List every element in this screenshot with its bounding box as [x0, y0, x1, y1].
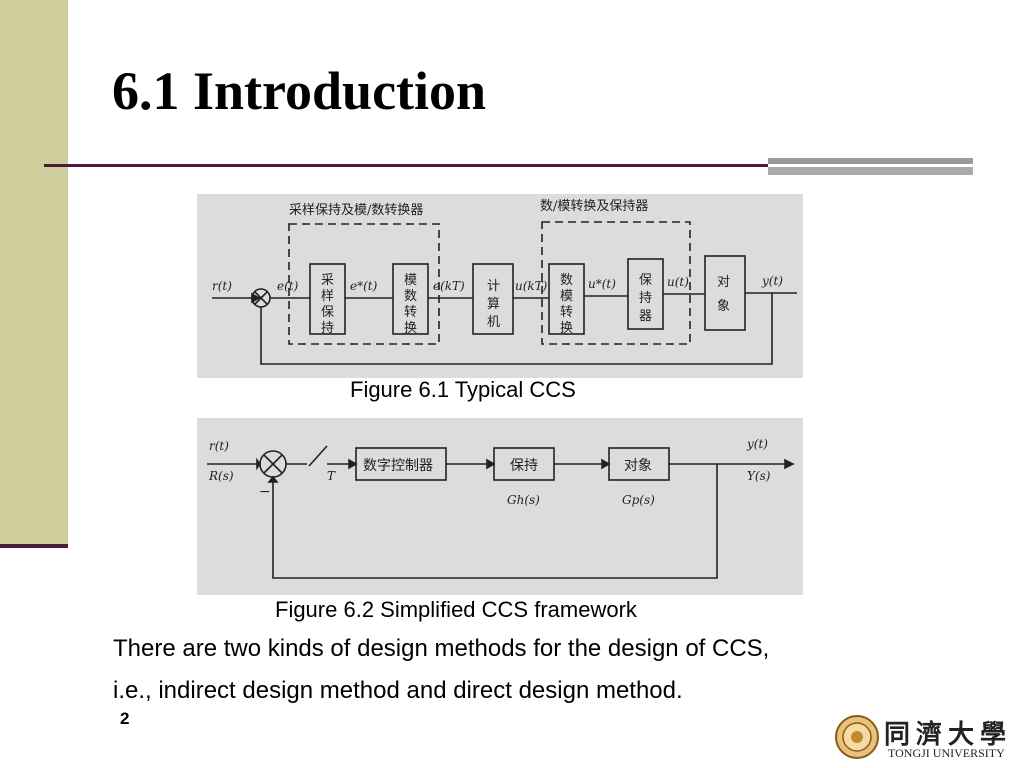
label-Gh: Gh(s)	[507, 493, 540, 507]
block-computer	[472, 263, 514, 335]
figure-1-caption: Figure 6.1 Typical CCS	[350, 377, 576, 402]
tongji-logo: 同濟大學 TONGJI UNIVERSITY	[834, 712, 1020, 762]
signal-u-kt: u(kT)	[515, 279, 548, 293]
block-hold-label: 保持	[510, 458, 538, 474]
block-plant-2-label: 对象	[624, 458, 652, 474]
label-T: T	[327, 469, 336, 483]
university-seal-icon	[835, 715, 879, 759]
figure-typical-ccs: 采样保持及模/数转换器 数/模转换及保持器 采样保持 模数转换 计算机 数模转换…	[197, 194, 803, 378]
signal-r: r(t)	[212, 279, 232, 293]
block-digital-controller-label: 数字控制器	[363, 458, 433, 474]
title-decor-bars	[768, 158, 973, 175]
adc-group-label: 采样保持及模/数转换器	[289, 203, 423, 218]
title-underline	[44, 164, 770, 167]
logo-chinese-name: 同濟大學	[884, 720, 1013, 750]
label-minus: −	[259, 484, 271, 500]
signal-y: y(t)	[761, 274, 783, 288]
signal-e: e(t)	[277, 279, 299, 293]
left-decor-band	[0, 0, 68, 548]
adc-group-box	[288, 223, 440, 345]
left-decor-line	[0, 544, 68, 548]
label-R-s: R(s)	[208, 469, 234, 483]
block-plant	[704, 255, 746, 331]
body-text-line-2: i.e., indirect design method and direct …	[113, 677, 683, 704]
block-da-converter	[548, 263, 585, 335]
label-Gp: Gp(s)	[622, 493, 655, 507]
label-Y-s: Y(s)	[747, 469, 771, 483]
svg-text:对象: 对象	[717, 275, 730, 314]
svg-text:计算机: 计算机	[487, 279, 500, 330]
svg-text:采样保持: 采样保持	[321, 273, 334, 336]
dac-group-label: 数/模转换及保持器	[540, 199, 648, 214]
figure-simplified-ccs: 数字控制器 保持 对象 r(t) R(s) − T y(t) Y(s) Gh(s…	[197, 418, 803, 595]
page-number: 2	[120, 709, 130, 728]
svg-text:模数转换: 模数转换	[404, 273, 417, 336]
signal-e-kt: e(kT)	[433, 279, 465, 293]
block-sample-hold	[309, 263, 346, 335]
slide-title: 6.1 Introduction	[112, 61, 487, 121]
signal-u-star: u*(t)	[588, 277, 616, 291]
signal-e-star: e*(t)	[350, 279, 378, 293]
svg-text:数模转换: 数模转换	[560, 273, 573, 336]
label-r-t: r(t)	[209, 439, 229, 453]
block-ad-converter	[392, 263, 429, 335]
body-text-line-1: There are two kinds of design methods fo…	[113, 635, 770, 662]
logo-english-name: TONGJI UNIVERSITY	[888, 746, 1005, 760]
dac-group-box	[541, 221, 691, 345]
svg-text:保持器: 保持器	[639, 273, 652, 324]
figure-2-caption: Figure 6.2 Simplified CCS framework	[275, 597, 637, 622]
signal-u: u(t)	[667, 275, 689, 289]
label-y-t: y(t)	[746, 437, 768, 451]
